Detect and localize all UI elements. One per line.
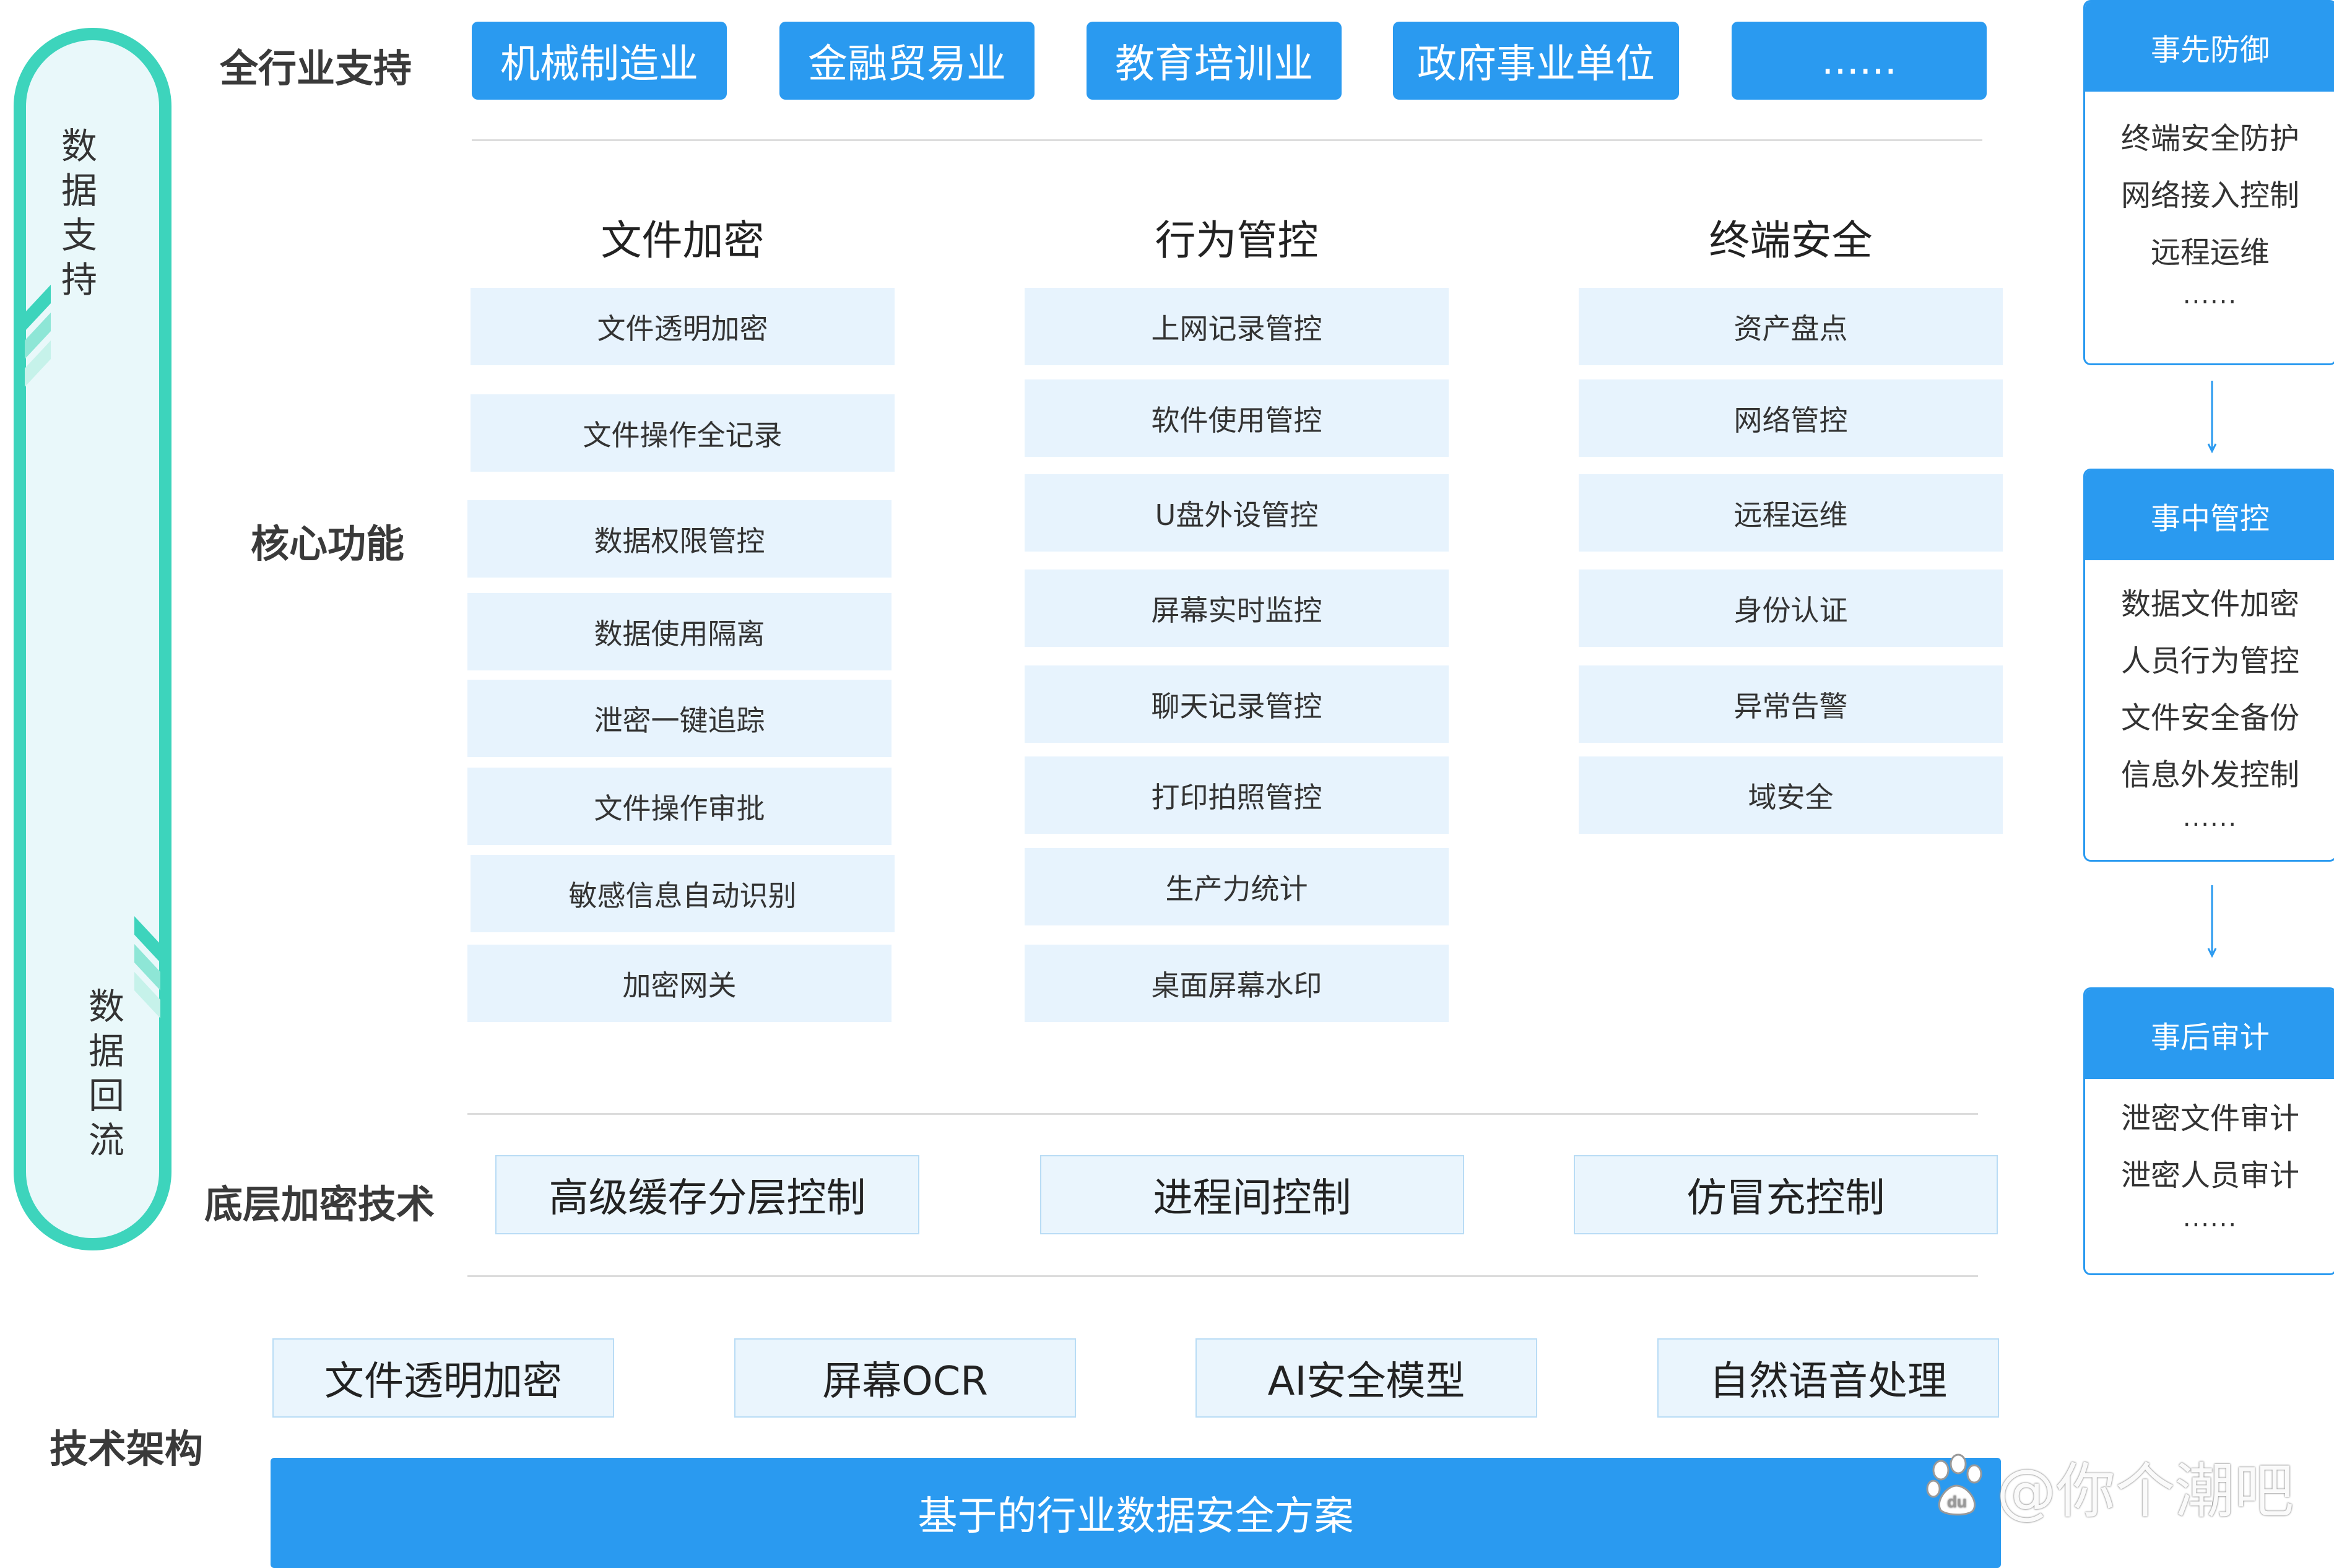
feature-item: 身份认证 <box>1579 570 2003 647</box>
panel-item: 数据文件加密 <box>2120 587 2299 622</box>
panel-item: 远程运维 <box>2150 235 2270 270</box>
baidu-paw-icon: du <box>1922 1452 1990 1520</box>
feature-item: 聊天记录管控 <box>1025 665 1449 743</box>
core-functions-label: 核心功能 <box>251 521 405 566</box>
feature-item: 软件使用管控 <box>1025 379 1449 457</box>
panel-item: 泄密人员审计 <box>2120 1158 2299 1193</box>
watermark-text: @你个潮吧 <box>1997 1456 2294 1526</box>
panel-in-process-control: 事中管控 数据文件加密 人员行为管控 文件安全备份 信息外发控制 ...... <box>2083 469 2334 862</box>
panel-body: 数据文件加密 人员行为管控 文件安全备份 信息外发控制 ...... <box>2085 560 2334 832</box>
panel-post-audit: 事后审计 泄密文件审计 泄密人员审计 ...... <box>2083 987 2334 1275</box>
tech-arch-item: 自然语音处理 <box>1657 1338 1999 1418</box>
feature-item: 屏幕实时监控 <box>1025 570 1449 647</box>
panel-title: 事后审计 <box>2085 989 2334 1079</box>
divider <box>467 1275 1978 1277</box>
feature-item: 远程运维 <box>1579 474 2003 552</box>
panel-body: 泄密文件审计 泄密人员审计 ...... <box>2085 1079 2334 1232</box>
panel-title: 事中管控 <box>2085 470 2334 560</box>
feature-item: 域安全 <box>1579 756 2003 834</box>
feature-item: 文件操作审批 <box>467 768 892 845</box>
column-title-endpoint-security: 终端安全 <box>1709 217 1873 264</box>
industry-tag: 金融贸易业 <box>779 22 1035 100</box>
down-arrow-icon <box>2203 885 2221 959</box>
panel-more: ...... <box>2182 1204 2238 1232</box>
tech-architecture-label: 技术架构 <box>50 1426 204 1471</box>
base-tech-item: 仿冒充控制 <box>1574 1155 1998 1234</box>
feature-item: 数据使用隔离 <box>467 593 892 670</box>
column-title-file-encryption: 文件加密 <box>601 217 765 264</box>
data-flow-indicator <box>14 28 171 1250</box>
tech-arch-item: AI安全模型 <box>1195 1338 1537 1418</box>
feature-item: 数据权限管控 <box>467 500 892 578</box>
divider <box>472 139 1982 141</box>
column-title-behavior-control: 行为管控 <box>1155 217 1319 264</box>
industry-tag: 教育培训业 <box>1087 22 1342 100</box>
up-arrow-icon <box>25 285 51 387</box>
panel-item: 文件安全备份 <box>2120 701 2299 735</box>
panel-title: 事先防御 <box>2085 2 2334 92</box>
panel-pre-defense: 事先防御 终端安全防护 网络接入控制 远程运维 ...... <box>2083 0 2334 365</box>
feature-item: 文件操作全记录 <box>471 394 895 472</box>
feature-item: 网络管控 <box>1579 379 2003 457</box>
panel-item: 终端安全防护 <box>2120 121 2299 156</box>
watermark: du @你个潮吧 <box>1922 1445 2294 1526</box>
feature-item: 敏感信息自动识别 <box>471 855 895 932</box>
feature-item: 异常告警 <box>1579 665 2003 743</box>
feature-item: 上网记录管控 <box>1025 288 1449 365</box>
industry-support-label: 全行业支持 <box>220 46 412 91</box>
tech-arch-item: 屏幕OCR <box>734 1338 1076 1418</box>
feature-item: 资产盘点 <box>1579 288 2003 365</box>
feature-item: 打印拍照管控 <box>1025 756 1449 834</box>
divider <box>467 1113 1978 1115</box>
panel-item: 信息外发控制 <box>2120 758 2299 792</box>
feature-item: 桌面屏幕水印 <box>1025 945 1449 1022</box>
panel-more: ...... <box>2182 803 2238 832</box>
panel-item: 人员行为管控 <box>2120 644 2299 678</box>
data-support-label: 数 据 支 持 <box>61 125 97 301</box>
base-tech-item: 高级缓存分层控制 <box>495 1155 919 1234</box>
down-arrow-icon <box>2203 381 2221 455</box>
feature-item: 加密网关 <box>467 945 892 1022</box>
down-arrow-icon <box>134 916 160 1018</box>
panel-more: ...... <box>2182 281 2238 310</box>
base-tech-item: 进程间控制 <box>1040 1155 1464 1234</box>
svg-text:du: du <box>1947 1492 1967 1511</box>
solution-bar: 基于的行业数据安全方案 <box>271 1458 2001 1568</box>
data-return-label: 数 据 回 流 <box>88 985 124 1161</box>
feature-item: 文件透明加密 <box>471 288 895 365</box>
feature-item: U盘外设管控 <box>1025 474 1449 552</box>
industry-tag: 机械制造业 <box>472 22 727 100</box>
feature-item: 泄密一键追踪 <box>467 680 892 757</box>
panel-body: 终端安全防护 网络接入控制 远程运维 ...... <box>2085 92 2334 310</box>
base-encryption-label: 底层加密技术 <box>204 1182 435 1227</box>
data-flow-loop <box>14 28 171 1250</box>
tech-arch-item: 文件透明加密 <box>272 1338 614 1418</box>
panel-item: 网络接入控制 <box>2120 178 2299 213</box>
industry-tag-more: ...... <box>1732 22 1987 100</box>
panel-item: 泄密文件审计 <box>2120 1101 2299 1136</box>
industry-tag: 政府事业单位 <box>1393 22 1679 100</box>
feature-item: 生产力统计 <box>1025 848 1449 925</box>
